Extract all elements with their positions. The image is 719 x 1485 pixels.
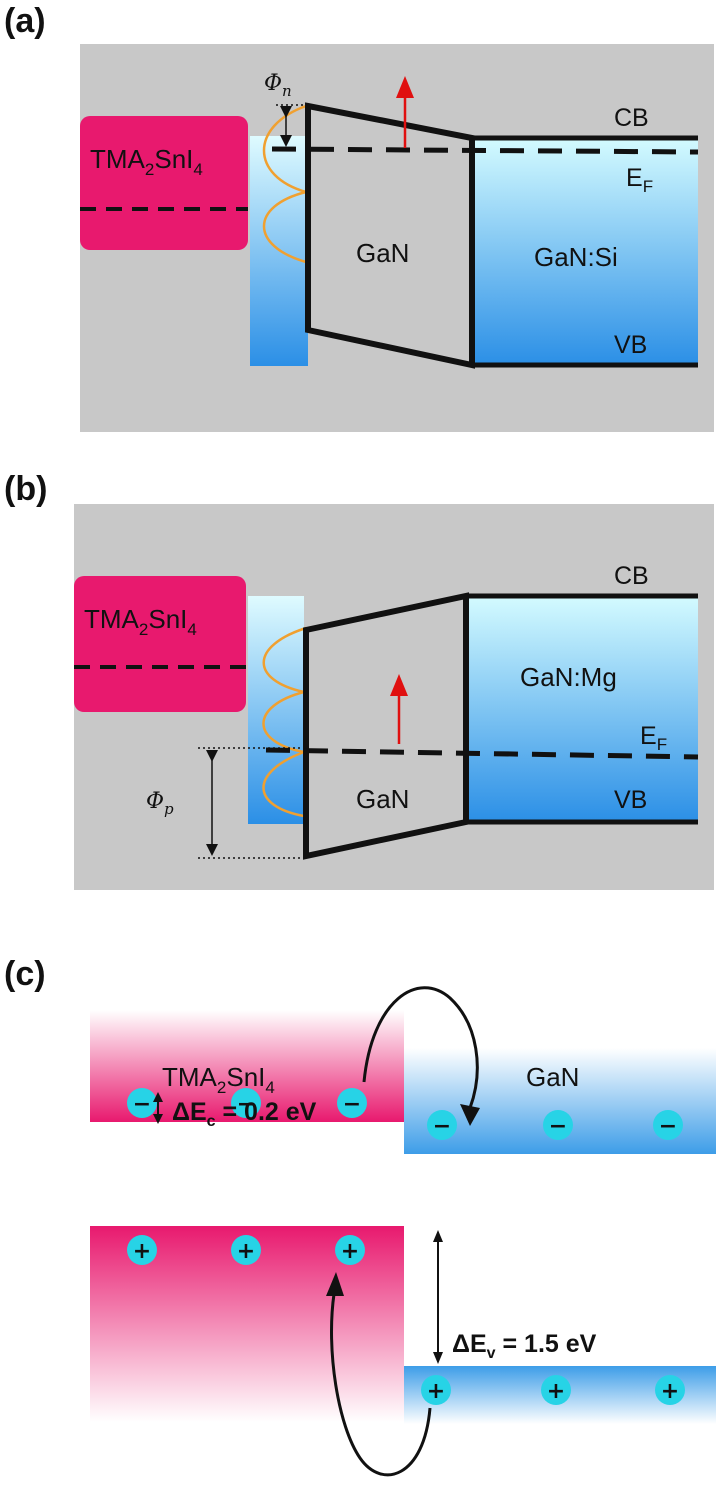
gan-label-a: GaN bbox=[356, 238, 409, 268]
hole-transfer-arrowhead bbox=[326, 1272, 344, 1296]
fermi-level-b bbox=[265, 747, 699, 760]
hole: + bbox=[231, 1235, 261, 1265]
vb-label-a: VB bbox=[614, 331, 647, 359]
ef-label-b: EF bbox=[640, 722, 667, 754]
perovskite-block-a bbox=[80, 116, 248, 250]
svg-text:+: + bbox=[133, 1239, 151, 1264]
ef-label-a: EF bbox=[626, 164, 653, 196]
gan-mg-region bbox=[466, 596, 698, 822]
electron: − bbox=[231, 1088, 261, 1118]
red-arrow-head-a bbox=[396, 76, 414, 98]
electron-transfer-arrow bbox=[362, 986, 479, 1109]
svg-text:−: − bbox=[237, 1092, 255, 1117]
gan-barrier-a bbox=[305, 102, 475, 369]
gan-barrier-b bbox=[303, 592, 469, 860]
svg-text:−: − bbox=[133, 1092, 151, 1117]
interface-states-b bbox=[248, 596, 304, 824]
wavefunction-b bbox=[262, 626, 309, 818]
svg-text:+: + bbox=[547, 1379, 565, 1404]
delta-ev-arrow-top bbox=[433, 1230, 443, 1242]
hole: + bbox=[655, 1375, 685, 1405]
electron-transfer-arrowhead bbox=[460, 1104, 480, 1126]
gan-si-label: GaN:Si bbox=[534, 242, 618, 272]
hole: + bbox=[335, 1235, 365, 1265]
perovskite-label-c: TMA2SnI4 bbox=[162, 1062, 275, 1097]
delta-ev-arrow-bottom bbox=[433, 1352, 443, 1364]
svg-text:+: + bbox=[427, 1379, 445, 1404]
gan-label-b: GaN bbox=[356, 784, 409, 814]
vb-label-b: VB bbox=[614, 786, 647, 814]
fermi-level-a bbox=[271, 146, 699, 155]
panel-b-label: (b) bbox=[4, 470, 47, 508]
phi-n-label: Φn bbox=[264, 71, 292, 100]
svg-text:−: − bbox=[433, 1114, 451, 1139]
electron: − bbox=[653, 1110, 683, 1140]
perovskite-label-b: TMA2SnI4 bbox=[84, 604, 197, 639]
svg-text:+: + bbox=[661, 1379, 679, 1404]
perovskite-label-a: TMA2SnI4 bbox=[90, 144, 203, 179]
gan-label-c: GaN bbox=[526, 1062, 579, 1092]
gan-si-region bbox=[472, 138, 698, 365]
electron: − bbox=[427, 1110, 457, 1140]
delta-ec-arrow-bottom bbox=[153, 1114, 163, 1124]
panel-c-label: (c) bbox=[4, 955, 46, 993]
hole: + bbox=[421, 1375, 451, 1405]
svg-text:−: − bbox=[549, 1114, 567, 1139]
electron: − bbox=[543, 1110, 573, 1140]
hole-transfer-arrow bbox=[330, 1293, 432, 1477]
red-arrow-head-b bbox=[390, 674, 408, 696]
phi-p-label: Φp bbox=[146, 789, 174, 818]
electron: − bbox=[127, 1088, 157, 1118]
svg-text:−: − bbox=[659, 1114, 677, 1139]
svg-text:+: + bbox=[237, 1239, 255, 1264]
delta-ev-label: ΔEv = 1.5 eV bbox=[452, 1330, 597, 1362]
panel-c: (c) TMA2SnI4 GaN − − − − − − ΔEc = 0.2 e… bbox=[4, 955, 716, 1477]
cb-label-b: CB bbox=[614, 562, 649, 590]
delta-ec-arrow-top bbox=[153, 1092, 163, 1102]
hole: + bbox=[127, 1235, 157, 1265]
hole: + bbox=[541, 1375, 571, 1405]
cb-label-a: CB bbox=[614, 104, 649, 132]
panel-a: (a) TMA2SnI4 Φn GaN GaN:Si CB VB EF bbox=[4, 2, 714, 432]
panel-b: (b) TMA2SnI4 Φp GaN GaN:Mg CB VB EF bbox=[4, 470, 714, 890]
delta-ec-label: ΔEc = 0.2 eV bbox=[172, 1098, 317, 1130]
panel-a-label: (a) bbox=[4, 2, 46, 40]
electron: − bbox=[337, 1088, 367, 1118]
svg-text:−: − bbox=[343, 1092, 361, 1117]
svg-text:+: + bbox=[341, 1239, 359, 1264]
perovskite-block-b bbox=[74, 576, 246, 712]
gan-mg-label: GaN:Mg bbox=[520, 662, 617, 692]
